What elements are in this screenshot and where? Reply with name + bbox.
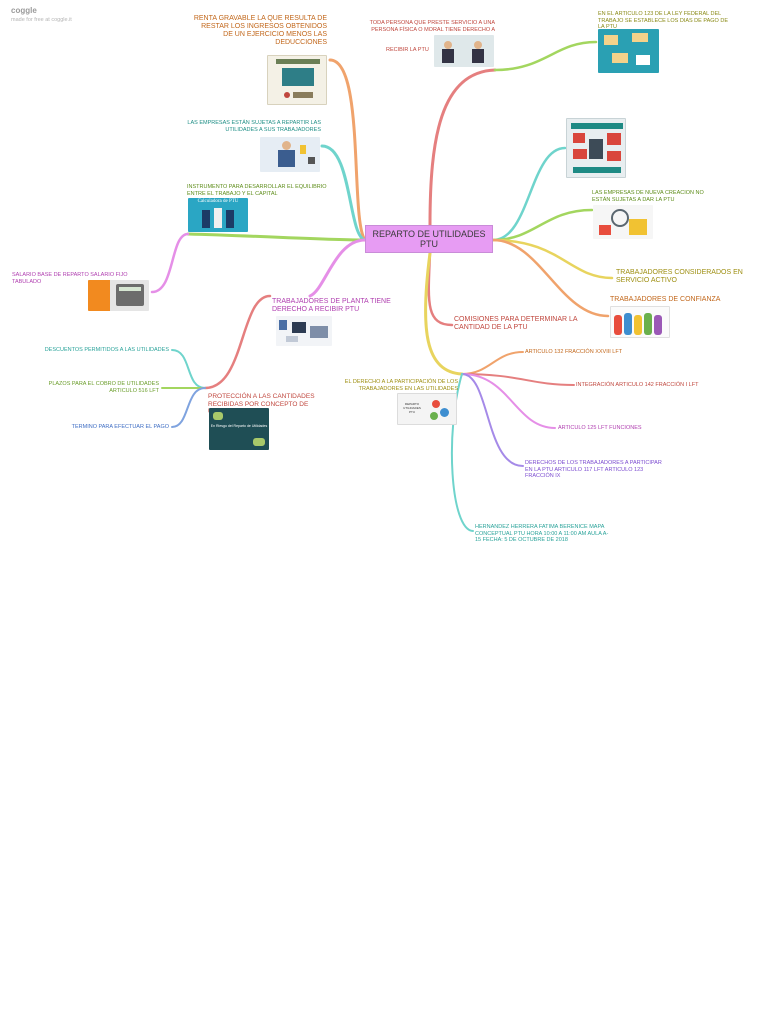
link-articulo-123 <box>493 40 598 72</box>
central-node-title: REPARTO DE UTILIDADES PTU <box>372 229 486 249</box>
link-toda-persona <box>428 68 497 227</box>
node-recibir-ptu[interactable]: RECIBIR LA PTU <box>386 47 429 53</box>
link-descuentos <box>171 349 206 389</box>
proteccion-image-title: En Riesgo del Reparto de Utilidades <box>210 424 268 428</box>
link-articulo-132 <box>461 351 524 375</box>
link-nueva-creacion <box>491 208 594 242</box>
node-autor[interactable]: HERNANDEZ HERRERA FATIMA BERENICE MAPA C… <box>475 524 609 543</box>
infographic-image[interactable] <box>566 118 626 178</box>
node-plazos[interactable]: PLAZOS PARA EL COBRO DE UTILIDADES ARTIC… <box>48 381 159 394</box>
team-figures-image[interactable] <box>610 306 670 338</box>
document-image[interactable] <box>267 55 327 105</box>
node-articulo-132[interactable]: ARTICULO 132 FRACCIÓN XXVIII LFT <box>525 349 623 355</box>
link-integracion-142 <box>461 373 575 386</box>
link-salario-base <box>150 232 190 294</box>
node-articulo-123[interactable]: EN EL ARTICULO 123 DE LA LEY FEDERAL DEL… <box>598 11 728 30</box>
magnifier-charts-image[interactable] <box>593 205 653 239</box>
handshake-image[interactable] <box>434 35 494 67</box>
proteccion-image[interactable]: En Riesgo del Reparto de Utilidades <box>209 408 269 450</box>
calculator-image[interactable] <box>88 280 149 311</box>
node-comisiones[interactable]: COMISIONES PARA DETERMINAR LA CANTIDAD D… <box>454 316 578 331</box>
node-confianza[interactable]: TRABAJADORES DE CONFIANZA <box>610 296 721 303</box>
node-trabajadores-planta[interactable]: TRABAJADORES DE PLANTA TIENE DERECHO A R… <box>272 298 391 313</box>
node-derechos-117[interactable]: DERECHOS DE LOS TRABAJADORES A PARTICIPA… <box>525 460 662 479</box>
business-person-image[interactable] <box>260 137 320 172</box>
link-instrumento <box>186 232 367 242</box>
node-toda-persona[interactable]: TODA PERSONA QUE PRESTE SERVICIO A UNA P… <box>369 20 495 33</box>
devices-image[interactable] <box>276 316 332 346</box>
node-nueva-creacion[interactable]: LAS EMPRESAS DE NUEVA CREACION NO ESTÁN … <box>592 190 704 203</box>
link-empresas-sujetas <box>320 144 367 242</box>
link-renta-gravable <box>328 58 367 242</box>
node-instrumento[interactable]: INSTRUMENTO PARA DESARROLLAR EL EQUILIBR… <box>187 184 327 197</box>
calculadora-image-title: Calculadora de PTU <box>197 199 239 204</box>
link-proteccion <box>203 294 272 390</box>
node-derecho-participacion[interactable]: EL DERECHO A LA PARTICIPACIÓN DE LOS TRA… <box>344 379 458 392</box>
node-servicio-activo[interactable]: TRABAJADORES CONSIDERADOS EN SERVICIO AC… <box>616 269 743 284</box>
link-derecho-participacion <box>424 251 464 376</box>
node-articulo-125[interactable]: ARTICULO 125 LFT FUNCIONES <box>558 425 642 431</box>
link-trabajadores-planta <box>308 238 367 298</box>
node-empresas-sujetas[interactable]: LAS EMPRESAS ESTÁN SUJETAS A REPARTIR LA… <box>187 120 321 133</box>
node-descuentos[interactable]: DESCUENTOS PERMITIDOS A LAS UTILIDADES <box>44 347 169 353</box>
node-renta-gravable[interactable]: RENTA GRAVABLE LA QUE RESULTA DE RESTAR … <box>193 15 327 46</box>
link-confianza <box>491 238 610 318</box>
link-derechos-117 <box>461 373 524 467</box>
participacion-image-title: REPARTO UTILIDADES PTU <box>403 402 421 414</box>
link-comisiones <box>427 251 454 327</box>
made-for-coggle-text[interactable]: made for free at coggle.it <box>11 17 72 23</box>
link-infographic <box>491 146 567 242</box>
calculadora-image[interactable]: Calculadora de PTU <box>188 198 248 232</box>
link-servicio-activo <box>491 238 614 280</box>
node-salario-base[interactable]: SALARIO BASE DE REPARTO SALARIO FIJO TAB… <box>12 272 128 285</box>
money-hands-image[interactable] <box>598 29 659 73</box>
node-integracion-142[interactable]: INTEGRACIÓN ARTICULO 142 FRACCIÓN I LFT <box>576 382 699 388</box>
link-termino <box>171 387 206 428</box>
node-termino[interactable]: TERMINO PARA EFECTUAR EL PAGO <box>71 424 169 430</box>
participacion-image[interactable]: REPARTO UTILIDADES PTU <box>397 393 457 425</box>
coggle-logo[interactable]: coggle <box>11 6 37 15</box>
link-articulo-125 <box>461 373 556 429</box>
central-node[interactable]: REPARTO DE UTILIDADES PTU <box>365 225 493 253</box>
